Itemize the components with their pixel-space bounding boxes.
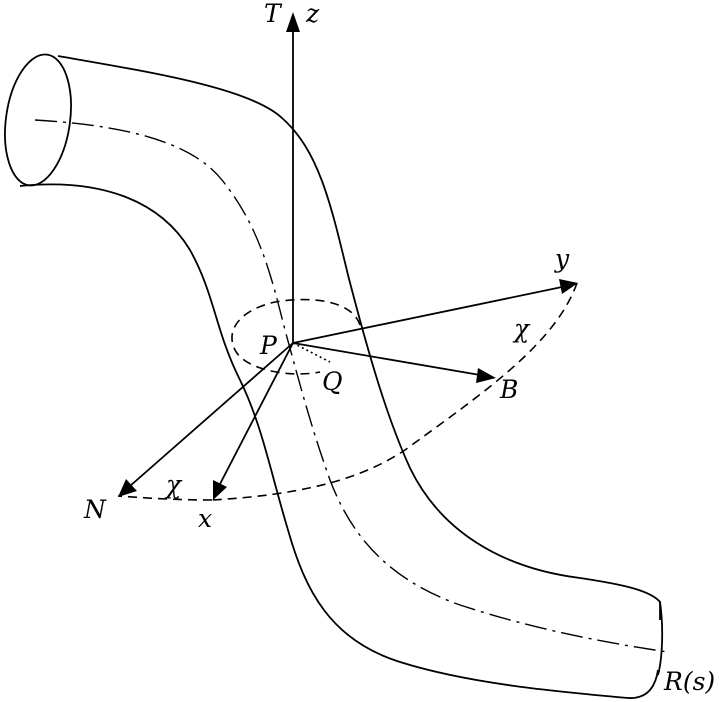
t-axis-arrowhead xyxy=(286,12,300,32)
tube-upper-wall xyxy=(57,55,661,620)
label-b: B xyxy=(499,375,518,404)
label-p: P xyxy=(259,331,278,360)
label-chi-bottom: χ xyxy=(164,470,183,499)
label-x: x xyxy=(198,504,212,533)
label-t: T xyxy=(264,0,283,28)
pq-dotted-segment xyxy=(292,342,331,363)
label-chi-top: χ xyxy=(512,314,531,343)
n-axis-arrowhead xyxy=(118,479,137,497)
tube-lower-wall xyxy=(19,183,659,699)
chi-arc-upper xyxy=(211,282,578,501)
label-q: Q xyxy=(322,367,343,396)
label-n: N xyxy=(83,495,107,524)
centerline-r-of-s xyxy=(34,119,669,653)
chi-arc-lower xyxy=(117,495,213,501)
x-axis-line xyxy=(219,342,294,485)
x-axis-arrowhead xyxy=(213,480,227,500)
label-z: z xyxy=(305,0,320,28)
label-r-of-s: R(s) xyxy=(663,667,715,696)
cross-section-ellipse xyxy=(231,298,361,375)
y-axis-line xyxy=(292,286,563,344)
b-axis-arrowhead xyxy=(476,368,496,383)
y-axis-arrowhead xyxy=(559,279,578,294)
b-axis-line xyxy=(292,342,481,376)
tube-right-end-edge xyxy=(657,601,664,676)
label-y: y xyxy=(554,244,570,273)
n-axis-line xyxy=(129,342,294,487)
